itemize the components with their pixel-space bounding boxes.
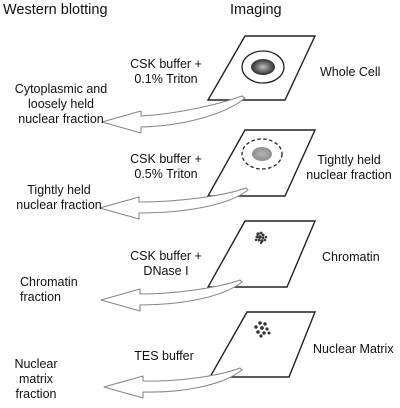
chromatin-granules-icon [254, 231, 268, 245]
slide-tightly-held [206, 129, 317, 197]
treatment-label: CSK buffer + DNase I [130, 249, 202, 278]
matrix-dots-icon [254, 321, 271, 338]
treatment-label: CSK buffer + 0.5% Triton [130, 152, 202, 181]
arrow-step-3 [100, 279, 243, 312]
slide-nuclear-matrix [208, 311, 317, 378]
western-blotting-header: Western blotting [3, 2, 108, 18]
slide-label: Whole Cell [320, 65, 381, 79]
slide-label: Nuclear Matrix [313, 342, 394, 356]
arrow-step-4 [103, 367, 243, 399]
slide-label: Tightly held nuclear fraction [306, 153, 392, 182]
treatment-label: CSK buffer + 0.1% Triton [130, 57, 202, 86]
imaging-header: Imaging [230, 2, 282, 18]
treatment-label: TES buffer [134, 349, 194, 363]
fraction-label: Chromatin fraction [20, 275, 78, 304]
slide-chromatin [206, 220, 317, 288]
arrow-step-2 [99, 187, 249, 220]
whole-cell-icon [241, 50, 285, 84]
arrow-step-1 [101, 95, 246, 134]
slide-label: Chromatin [322, 250, 380, 264]
fraction-label: Nuclear matrix fraction [14, 357, 58, 401]
fraction-label: Tightly held nuclear fraction [16, 183, 102, 212]
nucleus-dashed-membrane-icon [241, 138, 283, 170]
fraction-label: Cytoplasmic and loosely held nuclear fra… [14, 82, 108, 126]
